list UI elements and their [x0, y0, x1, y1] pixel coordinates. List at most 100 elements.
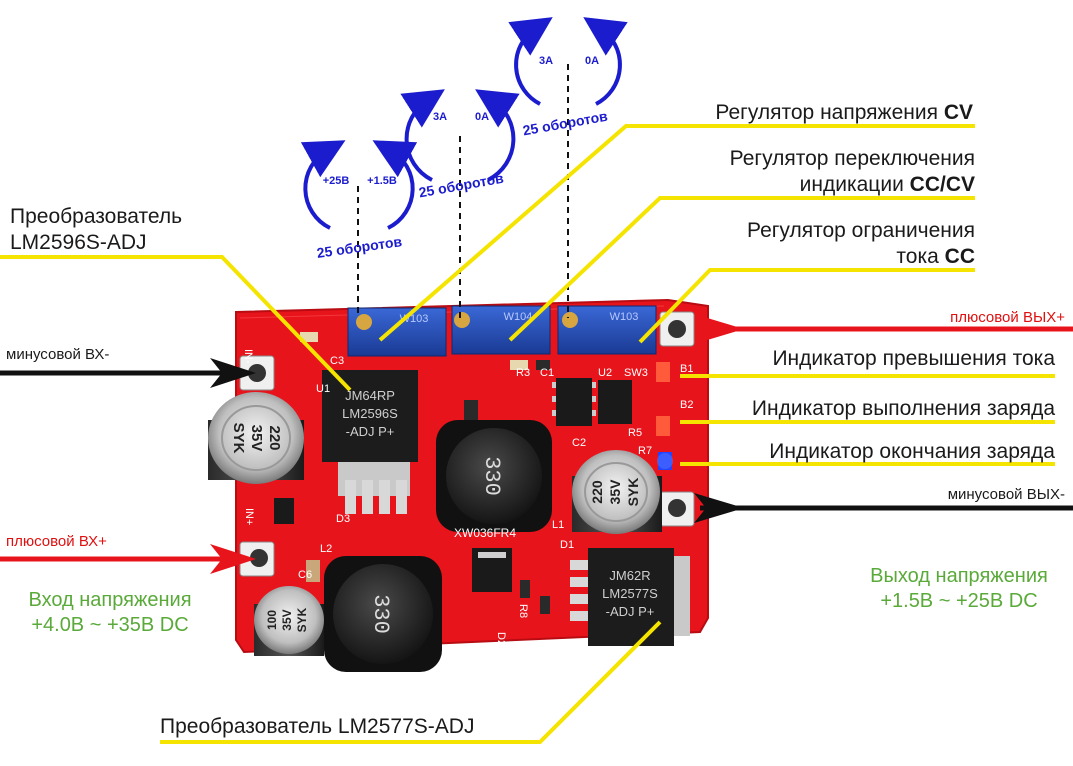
leader-indication — [508, 196, 975, 342]
input-range-line1: Вход напряжения — [28, 589, 192, 611]
silk-r3: R3 — [516, 367, 530, 379]
label-minus-in: минусовой ВХ- — [6, 346, 110, 363]
cap-small-text-1: 100 — [265, 610, 279, 630]
knob-labels: +25В +1.5В 3A 0A 3A 0A 25 оборотов 25 об… — [316, 55, 609, 261]
knob-pointers — [357, 64, 569, 318]
output-range-line1: Выход напряжения — [870, 565, 1048, 587]
label-plus-out: плюсовой ВЫХ+ — [950, 309, 1065, 326]
silk-u1: U1 — [316, 383, 330, 395]
silk-r7: R7 — [638, 445, 652, 457]
inductor-2-text: 330 — [368, 594, 393, 634]
silk-c3: C3 — [330, 355, 344, 367]
label-plus-in: плюсовой ВХ+ — [6, 533, 107, 550]
silk-d2: D2 — [495, 632, 507, 646]
label-converter-top-line2: LM2596S-ADJ — [10, 231, 147, 254]
power-arrows — [0, 314, 1073, 574]
knob-1-left: +25В — [323, 175, 350, 187]
inductor-2: 330 — [324, 556, 442, 672]
label-indication-line1: Регулятор переключения — [729, 147, 975, 170]
cap-small-text-2: 35V — [280, 609, 294, 630]
label-charging-led: Индикатор выполнения заряда — [751, 397, 1055, 420]
label-input-range: Вход напряжения +4.0В ~ +35В DC — [10, 588, 210, 638]
cap-left-text-2: 35V — [248, 425, 265, 452]
silk-pcb-code: XW036FR4 — [454, 526, 516, 540]
silk-l1: L1 — [552, 519, 564, 531]
chip-bottom-text-1: JM62R — [609, 568, 650, 583]
terminal-pads — [239, 311, 695, 577]
chip-bottom-text-2: LM2577S — [602, 586, 658, 601]
chip-top-text-2: LM2596S — [342, 406, 398, 421]
silk-l2: L2 — [320, 543, 332, 555]
label-current-limit-line2: тока — [896, 245, 939, 268]
cap-left-text-3: SYK — [230, 423, 247, 454]
label-minus-out: минусовой ВЫХ- — [947, 486, 1065, 503]
cap-left-text-1: 220 — [266, 425, 283, 450]
label-output-range: Выход напряжения +1.5В ~ +25В DC — [856, 564, 1062, 614]
knob-rotation-arrows — [300, 17, 628, 230]
silk-r8: R8 — [517, 604, 529, 618]
label-converter-top-line1: Преобразователь — [10, 205, 183, 228]
silk-in-minus: IN- — [242, 349, 254, 364]
knob-2-right: 0A — [475, 111, 489, 123]
output-range-line2: +1.5В ~ +25В DC — [880, 590, 1038, 612]
capacitor-left: 220 35V SYK — [208, 392, 304, 484]
knob-2-arrow-left — [400, 89, 445, 182]
chip-bottom-text-3: -ADJ P+ — [606, 604, 655, 619]
knob-1-right: +1.5В — [367, 175, 397, 187]
label-indication-line2: индикации — [799, 173, 904, 196]
led-indicators — [656, 362, 673, 470]
silk-c1: C1 — [540, 367, 554, 379]
knob-1-arrow-left — [300, 140, 346, 230]
label-charged-led: Индикатор окончания заряда — [769, 440, 1055, 463]
inductor-1: 330 — [436, 420, 552, 532]
leader-lines — [0, 124, 1055, 744]
potentiometer-3: W103 — [557, 305, 657, 355]
label-current-limit: Регулятор ограничения тока CC — [747, 218, 975, 270]
knob-3-turns: 25 оборотов — [521, 108, 609, 139]
knob-3-right: 0A — [585, 55, 599, 67]
knob-3-left: 3A — [539, 55, 553, 67]
leader-lm2577 — [160, 620, 662, 744]
knob-1-turns: 25 оборотов — [316, 233, 404, 261]
silk-sw3: SW3 — [624, 367, 648, 379]
label-current-limit-bold: CC — [944, 245, 975, 268]
input-range-line2: +4.0В ~ +35В DC — [31, 614, 189, 636]
cap-right-text-1: 220 — [589, 480, 605, 504]
label-overcurrent-led: Индикатор превышения тока — [772, 347, 1055, 370]
label-current-limit-line1: Регулятор ограничения — [746, 219, 975, 242]
chip-top-text-1: JM64RP — [345, 388, 395, 403]
potentiometer-1: W103 — [347, 307, 447, 357]
label-indication-switch: Регулятор переключения индикации CC/CV — [730, 146, 975, 198]
label-cv-bold: CV — [943, 101, 973, 124]
knob-2-left: 3A — [433, 111, 447, 123]
silk-b1: B1 — [680, 363, 693, 375]
silk-u2: U2 — [598, 367, 612, 379]
knob-1-arrow-right — [372, 140, 418, 230]
capacitor-small: 100 35V SYK — [254, 586, 324, 656]
silk-in-plus: IN+ — [243, 508, 255, 525]
cap-right-text-2: 35V — [607, 479, 623, 505]
label-converter-bottom: Преобразователь LM2577S-ADJ — [160, 715, 475, 738]
silk-b2: B2 — [680, 399, 693, 411]
pot-3-text: W103 — [610, 311, 639, 323]
knob-2-arrow-right — [475, 89, 520, 182]
leader-lm2596 — [0, 255, 352, 392]
silk-c6: C6 — [298, 569, 312, 581]
chip-top-text-3: -ADJ P+ — [346, 424, 395, 439]
chip-lm2596: JM64RP LM2596S -ADJ P+ — [322, 370, 418, 514]
label-cv-text: Регулятор напряжения — [715, 101, 938, 124]
silk-d3: D3 — [336, 513, 350, 525]
potentiometer-2: W104 — [451, 305, 551, 355]
pot-2-text: W104 — [504, 311, 533, 323]
silkscreen: IN- IN+ XW036FR4 C3 U1 C2 D3 L1 C6 L2 D1… — [242, 349, 693, 646]
inductor-1-text: 330 — [479, 456, 504, 496]
knob-3-arrow-left — [508, 17, 553, 106]
chip-lm2577: JM62R LM2577S -ADJ P+ — [570, 548, 690, 646]
knob-3-arrow-right — [583, 17, 628, 106]
silk-c2: C2 — [572, 437, 586, 449]
silk-r5: R5 — [628, 427, 642, 439]
label-indication-bold: CC/CV — [909, 173, 975, 196]
